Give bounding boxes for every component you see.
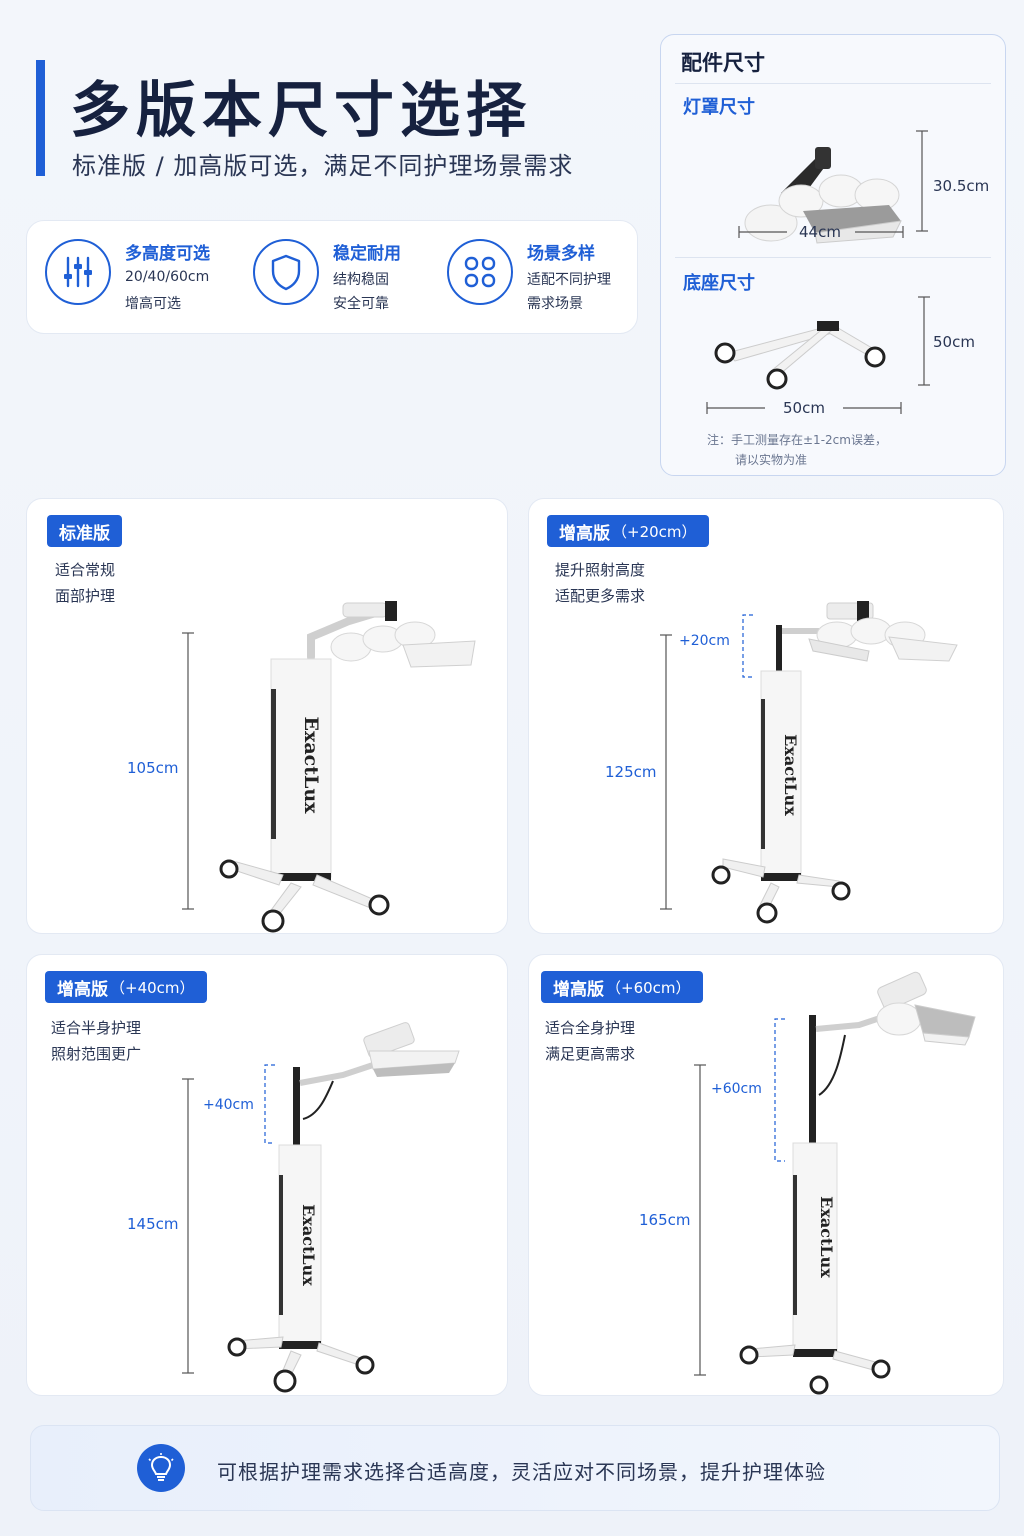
- version-desc: 照射范围更广: [51, 1045, 142, 1063]
- measurement-note: 请以实物为准: [735, 453, 808, 467]
- height-dimension-line: [182, 1078, 194, 1374]
- height-dimension-line: [694, 1064, 706, 1376]
- extension-value: +40cm: [203, 1097, 254, 1113]
- brand-label: ExactLux: [781, 734, 800, 816]
- brand-label: ExactLux: [817, 1196, 836, 1278]
- badge-label: 标准版: [59, 523, 110, 544]
- device-image: ExactLux: [219, 601, 476, 933]
- extension-value: +60cm: [711, 1081, 762, 1097]
- page-title: 多版本尺寸选择: [70, 76, 532, 146]
- version-card-standard: 标准版 适合常规 面部护理 105cm ExactLux: [26, 498, 508, 934]
- badge-extra: （+40cm）: [110, 978, 195, 997]
- lamp-head-image: [744, 147, 902, 244]
- base-height-dimension: [918, 296, 930, 386]
- badge-label: 增高版: [553, 979, 604, 1000]
- badge-extra: （+20cm）: [612, 522, 697, 541]
- lamp-height-value: 30.5cm: [933, 177, 990, 195]
- version-desc: 适合常规: [55, 561, 116, 579]
- page-subtitle: 标准版 / 加高版可选，满足不同护理场景需求: [72, 152, 574, 180]
- version-badge: 标准版: [47, 515, 122, 547]
- grid-icon: [447, 239, 513, 305]
- feature-line: 20/40/60cm: [125, 269, 210, 285]
- extension-dimension: [742, 614, 753, 678]
- badge-extra: （+60cm）: [606, 978, 691, 997]
- version-card-plus20: 增高版（+20cm） 提升照射高度 适配更多需求 125cm +20cm Exa…: [528, 498, 1004, 934]
- lamp-width-value: 44cm: [799, 223, 841, 241]
- base-size-label: 底座尺寸: [683, 273, 755, 294]
- base-image: [714, 321, 886, 390]
- version-desc: 适合半身护理: [51, 1019, 142, 1037]
- extension-dimension: [774, 1018, 785, 1162]
- height-dimension-line: [182, 632, 194, 910]
- feature-title: 场景多样: [527, 244, 595, 264]
- feature-line: 安全可靠: [333, 296, 389, 312]
- lamp-size-label: 灯罩尺寸: [683, 97, 755, 118]
- footer-text: 可根据护理需求选择合适高度，灵活应对不同场景，提升护理体验: [217, 1460, 826, 1484]
- feature-multi-height: 多高度可选 20/40/60cm 增高可选: [45, 235, 235, 321]
- version-card-plus40: 增高版（+40cm） 适合半身护理 照射范围更广 145cm +40cm Exa…: [26, 954, 508, 1396]
- device-image: ExactLux: [711, 601, 958, 924]
- accessory-title: 配件尺寸: [681, 51, 765, 75]
- lightbulb-icon: [137, 1444, 185, 1492]
- divider: [675, 257, 991, 258]
- title-accent-bar: [36, 60, 45, 176]
- version-badge: 增高版（+60cm）: [541, 971, 703, 1003]
- version-desc: 适合全身护理: [545, 1019, 636, 1037]
- height-value: 105cm: [127, 759, 179, 777]
- feature-line: 增高可选: [125, 296, 181, 312]
- extension-value: +20cm: [679, 633, 730, 649]
- lamp-width-dimension: [738, 226, 904, 238]
- base-width-value: 50cm: [783, 399, 825, 417]
- features-card: 多高度可选 20/40/60cm 增高可选 稳定耐用 结构稳固 安全可靠 场景多…: [26, 220, 638, 334]
- feature-title: 多高度可选: [125, 244, 210, 264]
- accessory-size-card: 配件尺寸 灯罩尺寸 30.5cm 44cm 底座尺寸: [660, 34, 1006, 476]
- footer-banner: 可根据护理需求选择合适高度，灵活应对不同场景，提升护理体验: [30, 1425, 1000, 1511]
- sliders-icon: [45, 239, 111, 305]
- feature-line: 适配不同护理: [527, 272, 611, 288]
- feature-line: 结构稳固: [333, 272, 389, 288]
- feature-scenarios: 场景多样 适配不同护理 需求场景: [447, 235, 637, 321]
- version-desc: 满足更高需求: [545, 1045, 636, 1063]
- feature-title: 稳定耐用: [333, 244, 401, 264]
- version-badge: 增高版（+40cm）: [45, 971, 207, 1003]
- height-value: 165cm: [639, 1211, 691, 1229]
- base-height-value: 50cm: [933, 333, 975, 351]
- version-card-plus60: 增高版（+60cm） 适合全身护理 满足更高需求 165cm +60cm Exa…: [528, 954, 1004, 1396]
- lamp-height-dimension: [916, 130, 928, 232]
- height-value: 145cm: [127, 1215, 179, 1233]
- measurement-note: 注：手工测量存在±1-2cm误差，: [707, 433, 887, 447]
- height-value: 125cm: [605, 763, 657, 781]
- badge-label: 增高版: [559, 523, 610, 544]
- badge-label: 增高版: [57, 979, 108, 1000]
- version-desc: 适配更多需求: [555, 587, 646, 605]
- extension-dimension: [264, 1064, 275, 1144]
- feature-durable: 稳定耐用 结构稳固 安全可靠: [253, 235, 443, 321]
- device-image: ExactLux: [227, 1022, 460, 1393]
- brand-label: ExactLux: [300, 717, 322, 815]
- base-width-dimension: [706, 402, 902, 414]
- device-image: ExactLux: [739, 971, 976, 1395]
- version-desc: 面部护理: [55, 587, 116, 605]
- feature-line: 需求场景: [527, 296, 583, 312]
- height-dimension-line: [660, 634, 672, 910]
- version-badge: 增高版（+20cm）: [547, 515, 709, 547]
- brand-label: ExactLux: [299, 1204, 318, 1286]
- divider: [675, 83, 991, 84]
- version-desc: 提升照射高度: [555, 561, 646, 579]
- shield-icon: [253, 239, 319, 305]
